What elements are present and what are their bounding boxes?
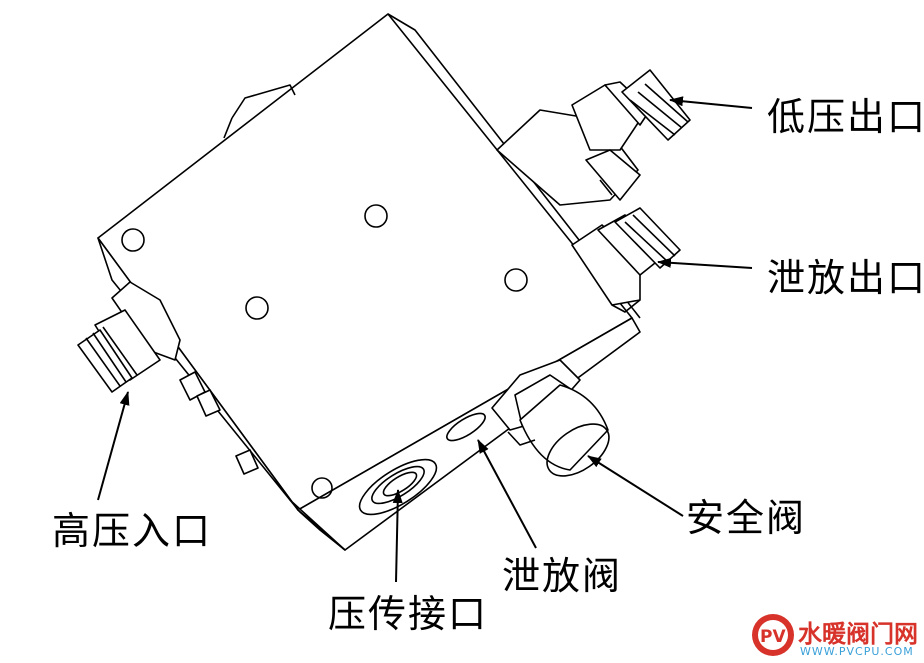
- watermark-logo-icon: PV: [752, 614, 794, 656]
- leader-relief-valve: [477, 439, 537, 549]
- leader-pressure-sensor-port: [392, 489, 403, 583]
- label-relief-valve: 泄放阀: [502, 554, 623, 598]
- svg-text:PV: PV: [760, 627, 786, 647]
- block-left-face: [97, 237, 346, 551]
- leader-low-pressure-outlet: [669, 96, 753, 109]
- watermark-url: WWW.PVCPU.COM: [800, 645, 914, 658]
- label-low-pressure-outlet: 低压出口: [767, 95, 924, 139]
- mounting-hole: [504, 268, 528, 292]
- watermark: PV 水暖阀门网 WWW.PVCPU.COM: [750, 612, 922, 662]
- leader-safety-valve: [587, 455, 684, 517]
- relief-outlet-fitting: [571, 207, 681, 313]
- label-safety-valve: 安全阀: [686, 496, 807, 540]
- label-pressure-sensor-port: 压传接口: [328, 592, 489, 636]
- relief-valve-port: [446, 412, 486, 442]
- label-relief-outlet: 泄放出口: [767, 256, 924, 300]
- leader-relief-outlet: [657, 257, 753, 269]
- mounting-hole: [311, 477, 333, 499]
- mounting-hole: [121, 228, 145, 252]
- safety-valve-fitting: [491, 359, 610, 477]
- label-high-pressure-inlet: 高压入口: [52, 509, 213, 553]
- low-pressure-outlet-fitting: [496, 69, 691, 206]
- mounting-hole: [364, 204, 388, 228]
- high-pressure-inlet-fitting: [77, 281, 181, 393]
- watermark-title: 水暖阀门网: [798, 620, 918, 648]
- pressure-sensor-port: [358, 458, 438, 516]
- mounting-hole: [245, 296, 269, 320]
- leader-high-pressure-inlet: [97, 391, 130, 501]
